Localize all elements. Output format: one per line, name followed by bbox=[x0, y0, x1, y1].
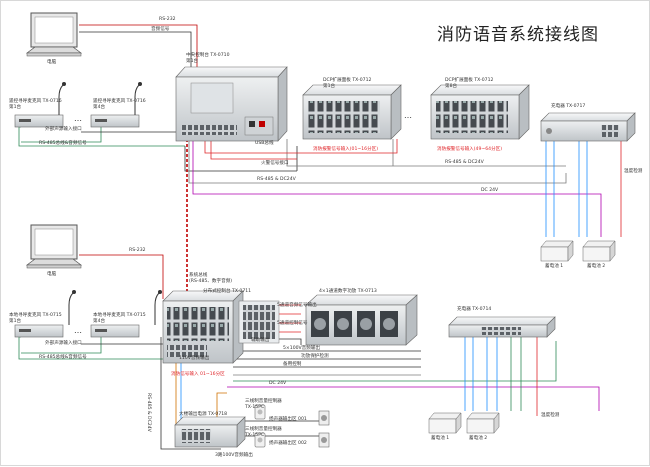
label-main-ctrl-n: 第1台 bbox=[186, 59, 199, 64]
label-mic3: 本地寻呼麦克风 TX-0715 bbox=[9, 313, 62, 318]
label-rs485-mic-top: RS-485总线&音频信号 bbox=[39, 141, 87, 146]
label-system-bus: 系统总线 bbox=[189, 273, 208, 278]
volume-controller-1 bbox=[254, 404, 266, 420]
battery-top-2 bbox=[582, 240, 616, 262]
label-zone-b2: TX-15PC bbox=[245, 433, 265, 438]
label-dcp2-n: 第8台 bbox=[445, 84, 458, 89]
label-zone-a2: TX-15PC bbox=[245, 405, 265, 410]
label-rs485-vertical: RS-485 & DC24V bbox=[146, 393, 151, 432]
label-dc24-bottom: DC 24V bbox=[269, 381, 287, 386]
remote-mic-1 bbox=[14, 82, 66, 128]
battery-bottom-1 bbox=[428, 412, 462, 434]
label-battery-top-1: 蓄电池 1 bbox=[545, 264, 564, 269]
pc-bottom bbox=[25, 224, 83, 269]
label-dcp1-n: 第1台 bbox=[323, 84, 336, 89]
output-power-unit bbox=[174, 416, 246, 448]
label-rs485-dc-top: RS-485 & DC24V bbox=[257, 177, 296, 182]
label-pc-top: 电脑 bbox=[47, 60, 57, 65]
label-dc24-top: DC 24V bbox=[481, 188, 499, 193]
label-110v: 110V音频输出 bbox=[179, 356, 210, 361]
label-mic4-n: 第4台 bbox=[93, 319, 106, 324]
label-fire-input-bottom: 消防信号输入 01~16分区 bbox=[171, 372, 225, 377]
label-backup-ctrl: 备用控制 bbox=[283, 362, 302, 367]
label-100v-out: 5×100V音频输出 bbox=[283, 346, 321, 351]
label-sel-out: 5通道音频信号输出 bbox=[277, 303, 317, 308]
label-output-power: 大楼输出电源 TX-0718 bbox=[179, 412, 228, 417]
label-zone-ctrl: 分布式控制台 TX-0711 bbox=[203, 289, 252, 294]
speaker-2 bbox=[318, 432, 330, 448]
label-mic2-n: 第4台 bbox=[93, 105, 106, 110]
diagram-title: 消防语音系统接线图 bbox=[437, 25, 599, 45]
label-aux-out: 辅助输出 bbox=[251, 338, 270, 343]
label-mic1-n: 第1台 bbox=[9, 105, 22, 110]
charger-bottom bbox=[448, 316, 556, 338]
top-wires bbox=[18, 24, 622, 237]
label-ext-audio-bottom: 外部声源输入接口 bbox=[45, 341, 82, 346]
label-audio-top: 音频信号 bbox=[151, 27, 170, 32]
ellipsis-bottom: … bbox=[74, 326, 82, 335]
wire-dc24-bottom bbox=[227, 386, 600, 411]
label-mic1: 遥控寻呼麦克风 TX-0716 bbox=[9, 99, 62, 104]
label-zone-a: 三线制音量控制器 bbox=[245, 399, 282, 404]
wire-audio-top bbox=[79, 31, 192, 69]
local-mic-2 bbox=[90, 290, 162, 338]
label-rs232-bottom: RS-232 bbox=[129, 248, 146, 253]
label-system-bus-2: (RS-485、数字音频) bbox=[189, 279, 233, 284]
label-protect: 功放保护检测 bbox=[301, 354, 329, 359]
label-mic2: 遥控寻呼麦克风 TX-0716 bbox=[93, 99, 146, 104]
label-mic4: 本地寻呼麦克风 TX-0715 bbox=[93, 313, 146, 318]
label-ext-audio-top: 外部声源输入接口 bbox=[45, 127, 82, 132]
label-rs485-mic-bottom: RS-485总线&音频信号 bbox=[39, 355, 87, 360]
battery-top-1 bbox=[540, 240, 574, 262]
pc-top bbox=[25, 12, 83, 57]
terminal-strip bbox=[238, 300, 280, 344]
distributed-controller bbox=[162, 290, 244, 364]
label-bottom-bus: 3路100V音频输出 bbox=[215, 453, 253, 458]
label-main-ctrl: 中央控制台 TX-0710 bbox=[186, 53, 230, 58]
wire-dc24-top bbox=[192, 139, 602, 237]
central-controller bbox=[175, 66, 288, 142]
label-rs485-dc-right: RS-485 & DC24V bbox=[445, 160, 484, 165]
speaker-1 bbox=[318, 410, 330, 426]
label-fire-signal: 火警信号接口 bbox=[261, 161, 289, 166]
label-dcp1: DCP扩展面板 TX-0712 bbox=[323, 78, 372, 83]
label-dcp1-alarm: 消防报警信号输入(01~16分区) bbox=[313, 147, 379, 152]
label-charger-top: 充电器 TX-0717 bbox=[551, 104, 586, 109]
battery-bottom-2 bbox=[466, 412, 500, 434]
label-zone-b: 三线制音量控制器 bbox=[245, 427, 282, 432]
amplifier bbox=[305, 294, 418, 346]
label-speaker-2: 扬声器输出区 002 bbox=[269, 441, 307, 446]
label-battery-bottom-1: 蓄电池 1 bbox=[431, 436, 450, 441]
label-dcp2-alarm: 消防报警信号输入(49~64分区) bbox=[437, 147, 503, 152]
label-dcp2: DCP扩展面板 TX-0712 bbox=[445, 78, 494, 83]
charger-top bbox=[540, 112, 636, 142]
remote-mic-2 bbox=[90, 82, 142, 128]
dcp-panel-2 bbox=[430, 84, 530, 140]
label-temp-bottom: 温度检测 bbox=[541, 413, 560, 418]
bottom-wires bbox=[18, 254, 600, 450]
wire-rs485-dc-bottom bbox=[233, 341, 557, 382]
ellipsis-top: … bbox=[74, 114, 82, 123]
label-pc-bottom: 电脑 bbox=[47, 272, 57, 277]
label-ctrl-signal: 5通道控制信号 bbox=[277, 321, 308, 326]
label-temp-top: 温度检测 bbox=[624, 169, 643, 174]
label-amplifier: 4×1通道数字功放 TX-0713 bbox=[319, 289, 377, 294]
dcp-panel-1 bbox=[302, 84, 402, 140]
wire-rs232-bottom bbox=[79, 254, 164, 299]
label-battery-top-2: 蓄电池 2 bbox=[587, 264, 606, 269]
label-charger-bottom: 充电器 TX-0714 bbox=[457, 307, 492, 312]
label-rs232-top: RS-232 bbox=[159, 17, 176, 22]
label-mic3-n: 第1台 bbox=[9, 319, 22, 324]
wire-rs485-dc-top bbox=[188, 139, 567, 184]
ellipsis-dcp: … bbox=[404, 111, 412, 120]
label-speaker-1: 扬声器输出区 001 bbox=[269, 417, 307, 422]
wire-rs232-top bbox=[79, 24, 198, 69]
volume-controller-2 bbox=[254, 432, 266, 448]
label-battery-bottom-2: 蓄电池 2 bbox=[469, 436, 488, 441]
local-mic-1 bbox=[14, 290, 76, 338]
label-usb-bus: USB总线 bbox=[255, 141, 274, 146]
